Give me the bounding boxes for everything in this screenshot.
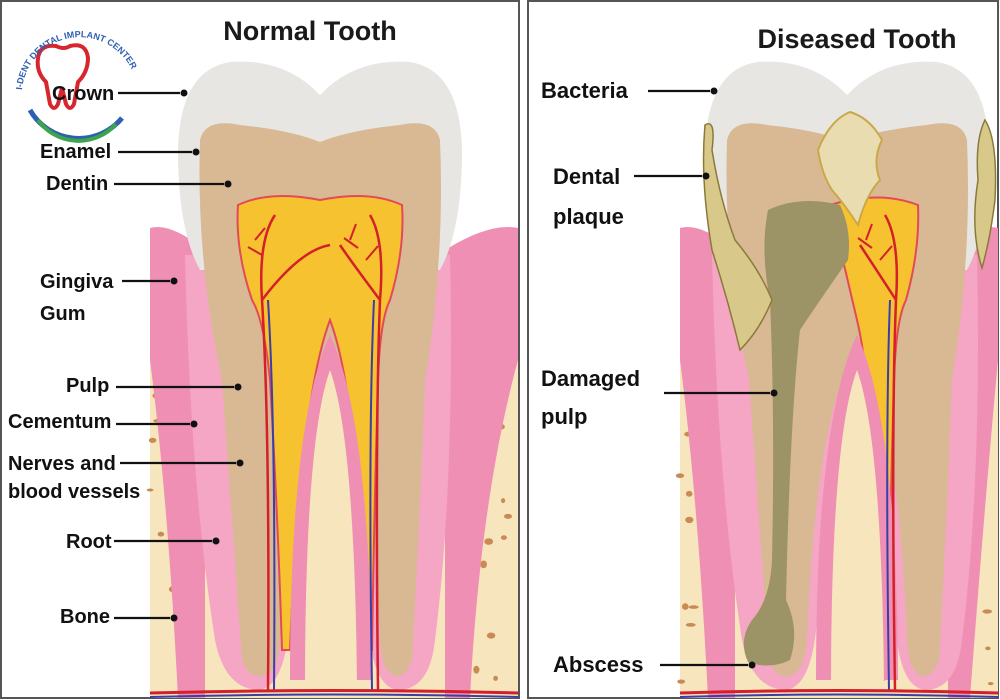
svg-text:Root: Root (66, 531, 112, 553)
logo-ring-green (36, 118, 118, 143)
label-abscess: Abscess (553, 652, 756, 677)
label-dentin: Dentin (46, 173, 232, 195)
svg-text:Bone: Bone (60, 606, 110, 628)
normal-vessel-blue (267, 299, 375, 691)
bone-spot (677, 679, 686, 684)
bone-spot (504, 513, 512, 519)
tooth-logo-icon (35, 43, 91, 110)
label-pulp: Pulp (66, 375, 242, 397)
bone-spot (484, 538, 494, 545)
normal-tooth-title: Normal Tooth (223, 16, 396, 46)
bone-spot (987, 682, 994, 686)
bone-spot (157, 531, 165, 537)
svg-text:Pulp: Pulp (66, 375, 109, 397)
bone-spot (148, 437, 157, 443)
label-nerves: Nerves and blood vessels (8, 453, 244, 503)
label-cementum: Cementum (8, 411, 198, 433)
bone-spot (493, 675, 498, 681)
svg-text:Cementum: Cementum (8, 411, 111, 433)
svg-text:blood vessels: blood vessels (8, 481, 140, 503)
bone-spot (486, 632, 496, 639)
bone-spot (682, 603, 689, 610)
svg-text:Crown: Crown (52, 83, 114, 105)
label-enamel: Enamel (40, 141, 200, 163)
plaque-left (702, 123, 773, 352)
bone-spot (982, 609, 992, 614)
label-bone: Bone (60, 606, 178, 628)
svg-text:Gum: Gum (40, 303, 86, 325)
svg-text:Nerves and: Nerves and (8, 453, 116, 475)
normal-tooth-illustration (146, 61, 519, 699)
svg-text:plaque: plaque (553, 204, 624, 229)
bone-spot (685, 623, 696, 627)
svg-text:Abscess: Abscess (553, 652, 644, 677)
diseased-tooth-title: Diseased Tooth (757, 24, 956, 54)
plaque-right (974, 118, 997, 271)
bone-spot (146, 488, 154, 492)
normal-vessel-red (259, 214, 383, 691)
label-damaged-pulp: Damaged pulp (541, 366, 778, 429)
svg-text:Enamel: Enamel (40, 141, 111, 163)
bone-spot (685, 516, 694, 524)
svg-text:Dental: Dental (553, 164, 620, 189)
label-gingiva: Gingiva Gum (40, 271, 178, 325)
bone-spot (501, 498, 506, 504)
label-root: Root (66, 531, 220, 553)
bone-spot (473, 665, 480, 674)
svg-text:Damaged: Damaged (541, 366, 640, 391)
svg-text:pulp: pulp (541, 404, 587, 429)
bone-spot (500, 535, 507, 540)
svg-text:Dentin: Dentin (46, 173, 108, 195)
svg-text:Gingiva: Gingiva (40, 271, 114, 293)
bone-spot (480, 560, 487, 569)
crown-cavity (816, 110, 884, 228)
bone-spot (685, 490, 693, 497)
bone-spot (985, 646, 991, 651)
label-dental-plaque: Dental plaque (553, 164, 710, 229)
label-bacteria: Bacteria (541, 78, 718, 103)
damaged-pulp-region (743, 201, 849, 666)
diseased-tooth-illustration (675, 61, 999, 699)
svg-text:Bacteria: Bacteria (541, 78, 629, 103)
label-crown: Crown (52, 83, 188, 105)
bone-spot (675, 473, 685, 479)
bone-spot (688, 605, 699, 609)
